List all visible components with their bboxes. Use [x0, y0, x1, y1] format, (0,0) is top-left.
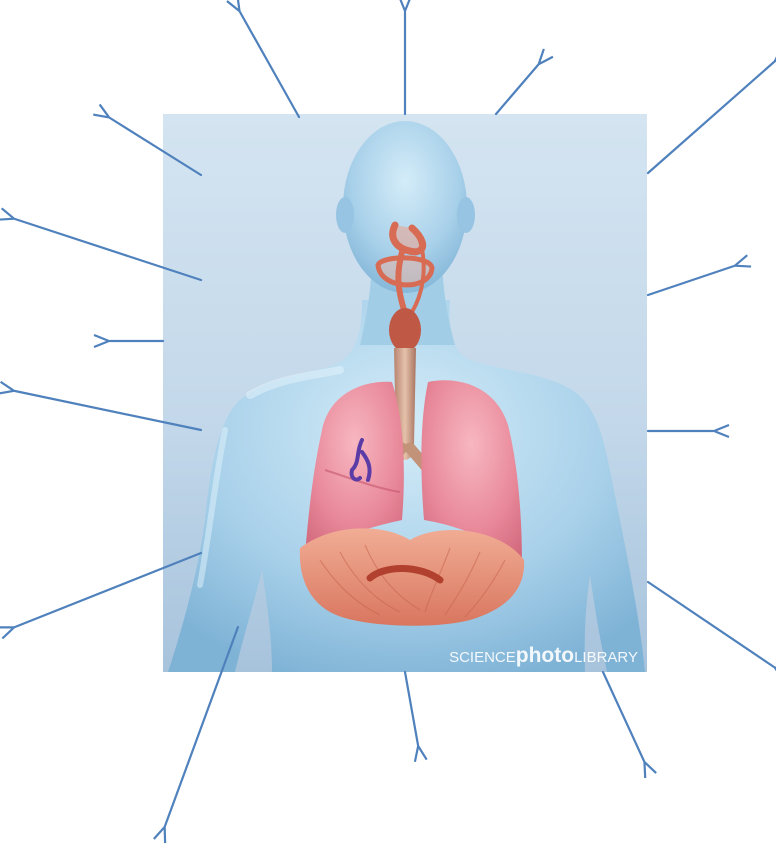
arrow-right-throat — [648, 266, 734, 295]
arrow-top-right — [496, 65, 538, 114]
larynx — [389, 308, 421, 352]
arrow-bottom-center — [405, 672, 418, 745]
ear-left — [336, 197, 354, 233]
arrow-upper-right-corner — [648, 62, 774, 173]
arrow-bottom-right — [603, 672, 644, 761]
arrow-right-diaphragm — [648, 582, 774, 667]
ear-right — [457, 197, 475, 233]
photo-panel: SCIENCEphotoLIBRARY — [163, 114, 647, 672]
arrow-top-left — [240, 12, 299, 117]
watermark-library: LIBRARY — [574, 649, 638, 666]
watermark-photo: photo — [516, 644, 574, 667]
diaphragm — [300, 528, 524, 625]
watermark-science: SCIENCE — [449, 649, 516, 666]
